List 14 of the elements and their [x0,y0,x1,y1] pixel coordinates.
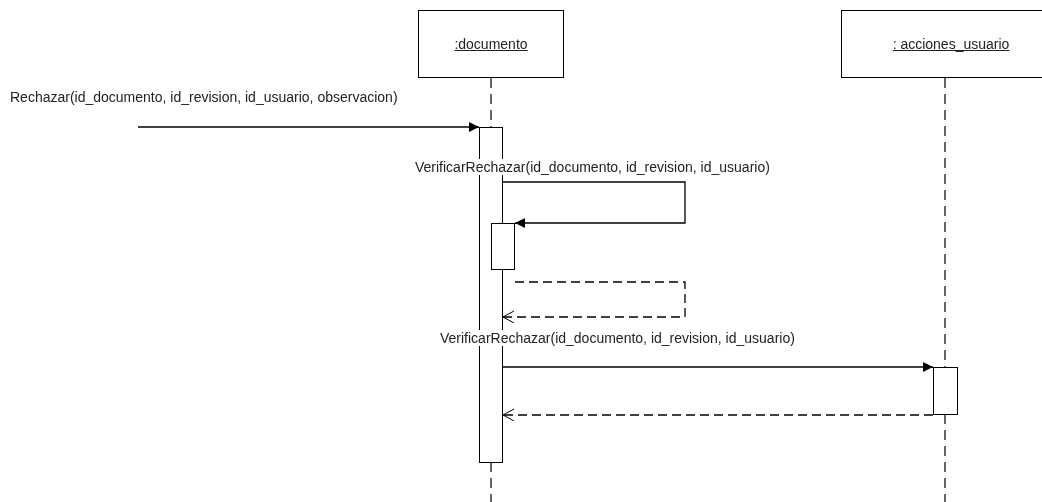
return-arrow [502,408,934,422]
message-label: Rechazar(id_documento, id_revision, id_usuario, observacion) [10,89,398,105]
object-name: :documento [454,36,528,52]
message-arrow [137,122,480,132]
message-arrow [502,181,686,228]
activation-bar [933,367,958,415]
message-label: VerificarRechazar(id_documento, id_revision, id_usuario) [440,330,795,346]
message-label: VerificarRechazar(id_documento, id_revision, id_usuario) [415,159,770,175]
object-box [418,10,564,78]
return-arrow [502,281,686,324]
message-arrow [502,362,934,372]
activation-bar [491,223,515,270]
object-box [841,10,1042,78]
object-name: : acciones_usuario [892,36,1010,52]
